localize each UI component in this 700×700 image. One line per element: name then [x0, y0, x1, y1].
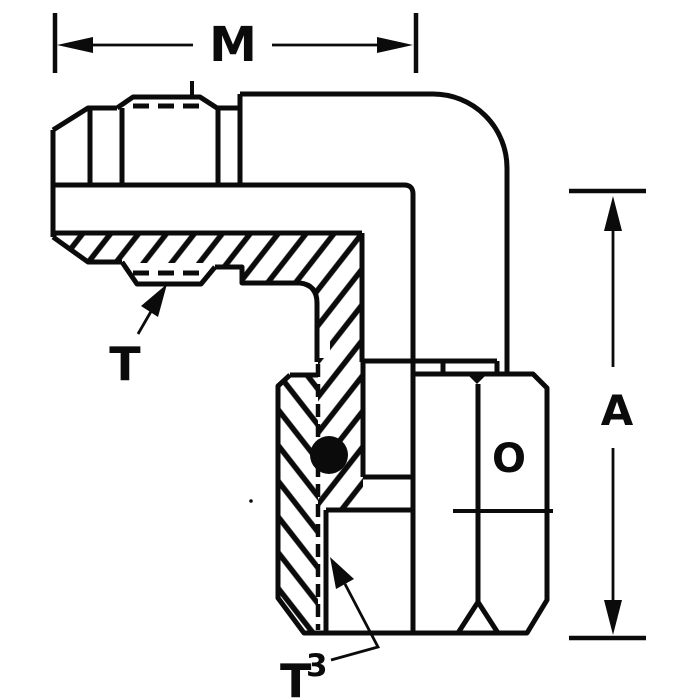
callout-t: T [109, 284, 167, 391]
hex-corner-wedge [468, 375, 486, 384]
bore-centerline-top [53, 182, 416, 632]
nut-outline [275, 371, 550, 636]
callout-t-label: T [109, 337, 141, 391]
callout-t3-label: T [280, 654, 312, 700]
dimension-m: M [52, 13, 419, 73]
dim-a-extension-ticks [569, 188, 646, 641]
hatch-nut-wall [278, 375, 318, 633]
dim-a-arrow-up [604, 196, 622, 231]
dim-m-label: M [209, 17, 257, 73]
dim-a-arrow-down [604, 600, 622, 635]
lower-thread-profile [51, 234, 320, 362]
bore-bottom-line [53, 230, 365, 362]
dim-m-extension-ticks [52, 13, 419, 73]
dim-m-arrow-right [377, 37, 413, 53]
callout-t3-leader [330, 583, 381, 662]
dim-a-label: A [601, 386, 634, 435]
hidden-thread-lines [133, 103, 321, 630]
thread-notch-white [319, 331, 330, 358]
thread-section-verticals [87, 94, 243, 185]
o-ring-seal-dot [310, 436, 348, 474]
callout-t-arrow [141, 284, 167, 317]
fitting-outline [50, 91, 550, 636]
print-speck [249, 499, 253, 503]
hatch-tube-pilot [318, 362, 363, 510]
dim-m-arrow-left [57, 37, 93, 53]
callout-t3: T 3 [280, 557, 381, 700]
nut-bore-lines [323, 361, 413, 633]
callout-t3-superscript: 3 [306, 648, 328, 684]
callout-t3-arrow [330, 557, 354, 589]
nut-face-o-mark: O [492, 436, 526, 482]
callout-t-leader [136, 307, 155, 335]
dimension-a: A [569, 188, 646, 641]
